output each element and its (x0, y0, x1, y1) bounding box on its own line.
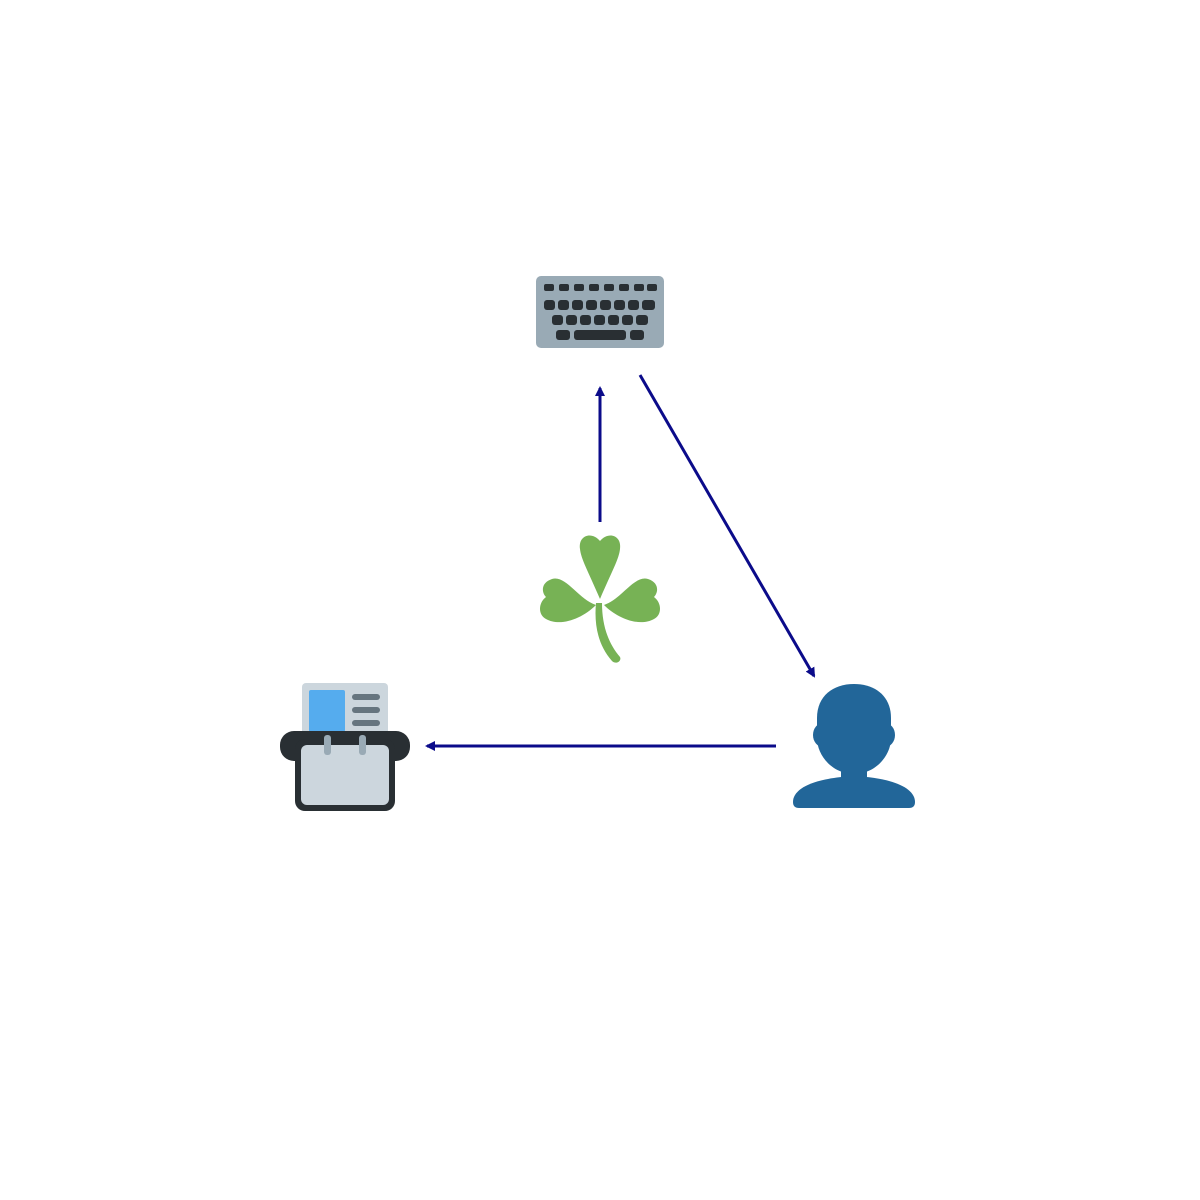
shamrock-icon (540, 535, 660, 663)
person-silhouette-icon (793, 684, 915, 808)
keyboard-icon (536, 276, 664, 348)
edge-keyboard-to-person (638, 374, 816, 678)
card-index-icon (280, 683, 410, 811)
edges-layer (425, 374, 816, 751)
